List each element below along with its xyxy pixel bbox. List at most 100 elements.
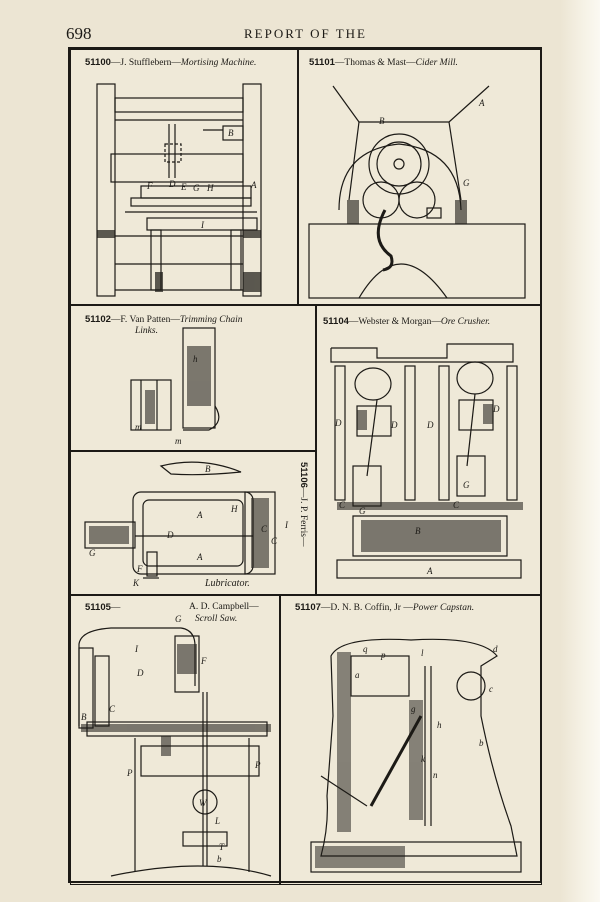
letter-B: B (415, 526, 421, 536)
mortising-machine-drawing: B D E G H F A I (96, 83, 262, 297)
figure-inventor: —F. Van Patten— (110, 315, 180, 325)
letter-C: C (261, 524, 268, 534)
letter-T: T (219, 842, 225, 852)
letter-k: k (421, 754, 426, 764)
letter-B: B (379, 116, 385, 126)
lubricator-label: Lubricator. (205, 578, 250, 589)
figure-51100-mortising-machine: 51100—J. Stufflebern—Mortising Machine. (70, 49, 298, 305)
letter-m: m (135, 422, 142, 432)
figure-caption-vertical: 51106—J. P. Ferris— (298, 462, 309, 547)
letter-G: G (193, 183, 200, 193)
letter-H: H (230, 504, 238, 514)
letter-C: C (109, 704, 116, 714)
letter-d: d (493, 644, 498, 654)
figure-inventor: —J. Stufflebern— (110, 58, 181, 68)
letter-D: D (426, 420, 434, 430)
trimming-chain-drawing: h m m (130, 327, 220, 446)
letter-F: F (146, 181, 153, 191)
figure-caption: 51105— (85, 602, 120, 613)
figure-inventor-right: A. D. Campbell— (189, 602, 259, 612)
figure-number: 51102 (85, 314, 111, 325)
letter-D: D (390, 420, 398, 430)
figure-number: 51106 (298, 462, 309, 488)
figure-title: Cider Mill. (415, 58, 458, 68)
figure-inventor: —D. N. B. Coffin, Jr — (320, 603, 413, 613)
letter-G: G (89, 548, 96, 558)
figure-title: Scroll Saw. (195, 614, 238, 624)
letter-E: E (180, 182, 187, 192)
letter-p: p (380, 650, 386, 660)
figure-51102-trimming-chain-links: 51102—F. Van Patten—Trimming Chain Links… (70, 305, 316, 451)
figure-inventor: —J. P. Ferris— (298, 487, 308, 547)
figure-number: 51100 (85, 57, 111, 68)
letter-G: G (463, 178, 470, 188)
letter-D: D (168, 179, 176, 189)
letter-b: b (479, 738, 484, 748)
running-head: REPORT OF THE (244, 26, 367, 41)
letter-n: n (433, 770, 438, 780)
page-header: 698 REPORT OF THE (0, 22, 560, 48)
letter-I: I (134, 644, 139, 654)
figure-51105-scroll-saw: 51105— A. D. Campbell— Scroll Saw. (70, 595, 280, 885)
letter-C: C (453, 500, 460, 510)
power-capstan-drawing: q p l d c a g h b k n (310, 638, 522, 873)
page-gutter (560, 0, 600, 902)
figure-number: 51107 (295, 602, 321, 613)
figure-51101-cider-mill: 51101—Thomas & Mast—Cider Mill. (298, 49, 542, 305)
letter-B: B (228, 128, 234, 138)
figure-caption: 51102—F. Van Patten—Trimming Chain (85, 314, 242, 325)
figure-number: 51105 (85, 602, 111, 613)
figure-51107-power-capstan: 51107—D. N. B. Coffin, Jr —Power Capstan… (280, 595, 542, 885)
letter-A: A (478, 98, 485, 108)
letter-a: a (355, 670, 360, 680)
letter-K: K (132, 578, 140, 588)
ore-crusher-drawing: D D D D G G C C B A (330, 343, 523, 579)
letter-D: D (334, 418, 342, 428)
letter-m: m (175, 436, 182, 446)
letter-F: F (200, 656, 207, 666)
figure-inventor: —Thomas & Mast— (334, 58, 416, 68)
figure-inventor: — (110, 603, 121, 613)
figure-title: Ore Crusher. (440, 317, 491, 327)
letter-g: g (411, 704, 416, 714)
letter-F: F (136, 564, 143, 574)
letter-h: h (193, 354, 198, 364)
letter-B: B (81, 712, 87, 722)
figure-caption: 51100—J. Stufflebern—Mortising Machine. (85, 57, 256, 68)
letter-h: h (437, 720, 442, 730)
letter-W: W (199, 798, 208, 808)
letter-L: L (214, 816, 220, 826)
figure-51106-lubricator: B A A H I C C D G F K Lubricator. 51106—… (70, 451, 316, 595)
letter-G: G (463, 480, 470, 490)
cider-mill-drawing: A B G (308, 85, 526, 299)
lubricator-drawing: B A A H I C C D G F K (84, 461, 289, 588)
letter-b: b (217, 854, 222, 864)
figure-title: Trimming Chain (179, 315, 243, 325)
letter-D: D (492, 404, 500, 414)
letter-G: G (175, 614, 182, 624)
letter-D: D (166, 530, 174, 540)
letter-A: A (426, 566, 433, 576)
figure-inventor: —Webster & Morgan— (348, 317, 441, 327)
letter-P: P (126, 768, 133, 778)
letter-G: G (359, 506, 366, 516)
letter-B: B (205, 464, 211, 474)
letter-H: H (206, 183, 214, 193)
figure-caption: 51107—D. N. B. Coffin, Jr —Power Capstan… (295, 602, 474, 613)
page-number: 698 (66, 24, 92, 43)
letter-P: P (254, 760, 261, 770)
figure-title-continued: Links. (135, 326, 158, 336)
letter-A: A (196, 552, 203, 562)
letter-l: l (421, 648, 424, 658)
letter-I: I (284, 520, 289, 530)
figure-caption: 51104—Webster & Morgan—Ore Crusher. (323, 316, 490, 327)
letter-D: D (136, 668, 144, 678)
letter-C: C (271, 536, 278, 546)
letter-C: C (339, 500, 346, 510)
letter-q: q (363, 644, 368, 654)
letter-c: c (489, 684, 493, 694)
figure-title: Mortising Machine. (180, 58, 257, 68)
figure-title: Power Capstan. (412, 603, 475, 613)
letter-I: I (200, 220, 205, 230)
